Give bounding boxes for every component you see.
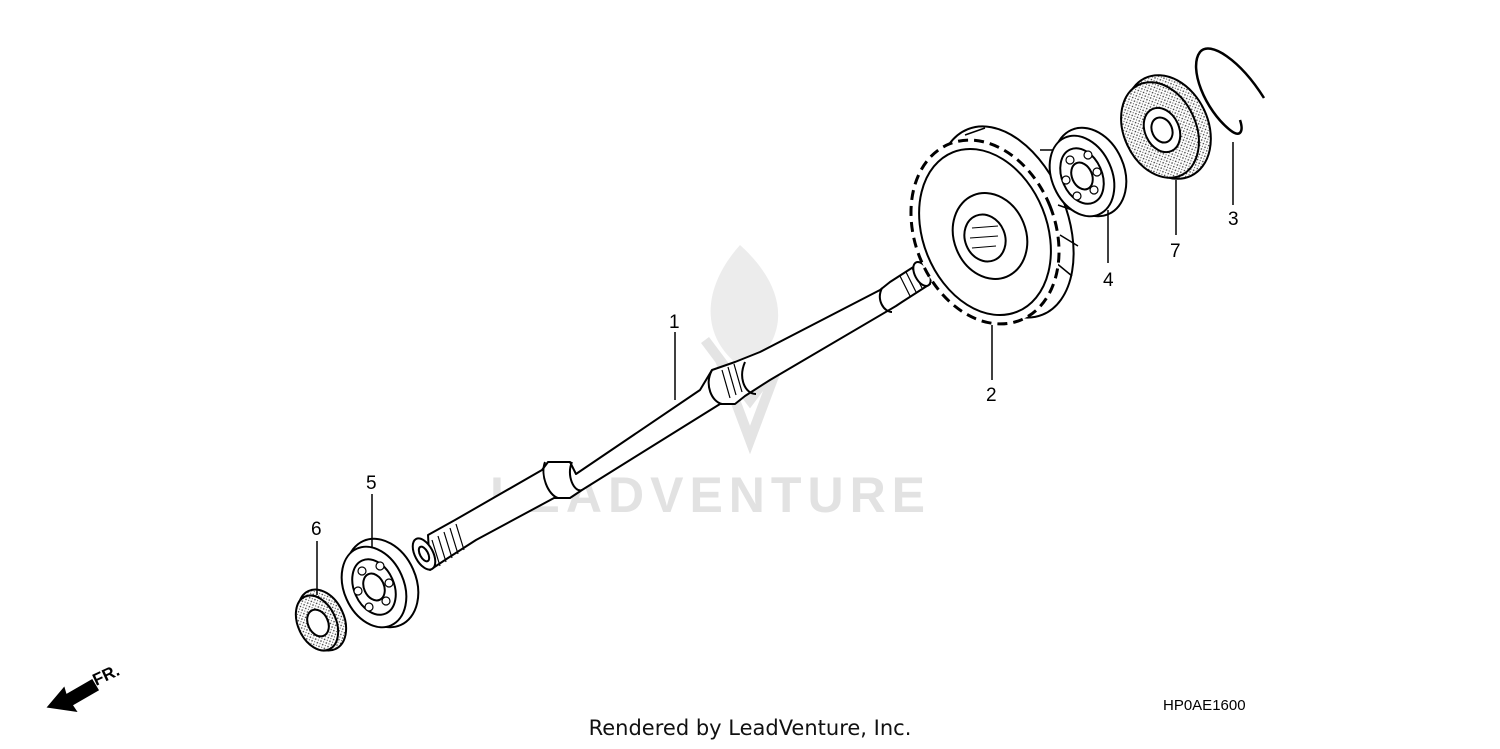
callout-2: 2 — [986, 385, 997, 406]
gear — [909, 125, 1079, 326]
bearing-4 — [1048, 126, 1128, 218]
callout-7: 7 — [1170, 241, 1181, 262]
oil-seal-6 — [294, 588, 348, 652]
front-arrow-icon — [46, 678, 100, 712]
callout-1: 1 — [669, 312, 680, 333]
snap-ring-3 — [1194, 47, 1266, 135]
callout-3: 3 — [1228, 209, 1239, 230]
leader-lines — [316, 142, 1234, 595]
shaft — [411, 261, 932, 571]
callout-5: 5 — [366, 473, 377, 494]
render-credit: Rendered by LeadVenture, Inc. — [588, 716, 912, 740]
diagram-code: HP0AE1600 — [1163, 697, 1246, 714]
bearing-5 — [340, 537, 420, 629]
seal-7 — [1120, 74, 1212, 180]
callout-6: 6 — [311, 519, 322, 540]
front-direction-indicator: FR. — [46, 661, 123, 712]
callout-4: 4 — [1103, 270, 1114, 291]
